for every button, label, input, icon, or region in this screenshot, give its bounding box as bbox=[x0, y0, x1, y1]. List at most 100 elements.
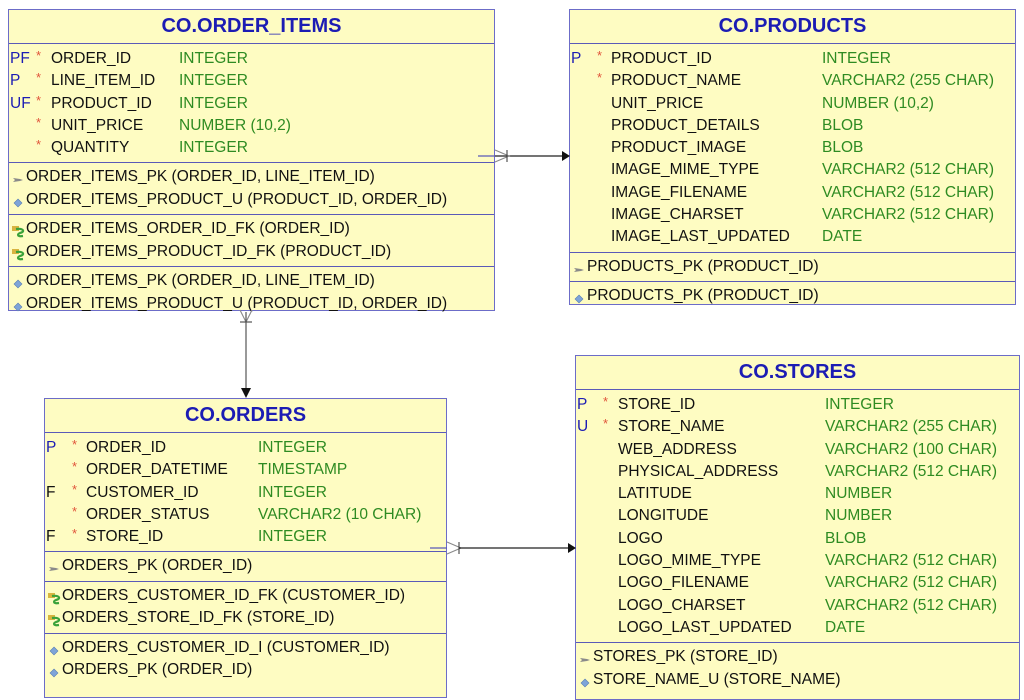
constraint-row[interactable]: PRODUCTS_PK (PRODUCT_ID) bbox=[570, 285, 1015, 308]
column-name: ORDER_ID bbox=[51, 50, 132, 67]
column-type: INTEGER bbox=[258, 483, 327, 501]
relationship-order-items-products[interactable] bbox=[478, 146, 578, 168]
column-type: INTEGER bbox=[822, 50, 891, 67]
column-name: LINE_ITEM_ID bbox=[51, 72, 156, 90]
required-indicator: * bbox=[72, 459, 78, 475]
column-name: IMAGE_FILENAME bbox=[611, 183, 748, 201]
constraint-text: ORDER_ITEMS_ORDER_ID_FK (ORDER_ID) bbox=[26, 220, 350, 238]
constraint-row[interactable]: ORDERS_CUSTOMER_ID_FK (CUSTOMER_ID) bbox=[45, 585, 446, 608]
required-indicator: * bbox=[72, 503, 78, 519]
column-row[interactable]: LOGO_FILENAME VARCHAR2 (512 CHAR) bbox=[576, 572, 1019, 594]
constraint-row[interactable]: ORDERS_CUSTOMER_ID_I (CUSTOMER_ID) bbox=[45, 637, 446, 660]
column-type: INTEGER bbox=[179, 94, 248, 112]
constraint-row[interactable]: ORDERS_STORE_ID_FK (STORE_ID) bbox=[45, 607, 446, 630]
constraint-row[interactable]: STORE_NAME_U (STORE_NAME) bbox=[576, 669, 1019, 692]
primary-unique-keys-section: STORES_PK (STORE_ID)STORE_NAME_U (STORE_… bbox=[576, 642, 1019, 694]
constraint-row[interactable]: ORDERS_PK (ORDER_ID) bbox=[45, 555, 446, 578]
required-indicator: * bbox=[603, 416, 609, 432]
column-name: PRODUCT_ID bbox=[51, 94, 152, 112]
constraint-row[interactable]: STORES_PK (STORE_ID) bbox=[576, 646, 1019, 669]
constraint-row[interactable]: ORDER_ITEMS_PRODUCT_ID_FK (PRODUCT_ID) bbox=[9, 241, 494, 264]
constraint-text: ORDERS_CUSTOMER_ID_I (CUSTOMER_ID) bbox=[62, 638, 390, 656]
column-type: INTEGER bbox=[179, 50, 248, 67]
required-indicator: * bbox=[597, 48, 603, 63]
primary-unique-keys-section: ORDER_ITEMS_PK (ORDER_ID, LINE_ITEM_ID)O… bbox=[9, 162, 494, 214]
constraint-text: PRODUCTS_PK (PRODUCT_ID) bbox=[587, 257, 819, 275]
column-name: LATITUDE bbox=[618, 485, 692, 503]
constraint-text: ORDER_ITEMS_PRODUCT_U (PRODUCT_ID, ORDER… bbox=[26, 190, 448, 208]
relationship-order-items-orders[interactable] bbox=[234, 309, 258, 400]
column-name: PRODUCT_NAME bbox=[611, 72, 742, 90]
constraint-row[interactable]: PRODUCTS_PK (PRODUCT_ID) bbox=[570, 256, 1015, 279]
column-type: VARCHAR2 (512 CHAR) bbox=[822, 183, 994, 201]
indexes-section: ORDERS_CUSTOMER_ID_I (CUSTOMER_ID) ORDERS… bbox=[45, 632, 446, 685]
column-type: INTEGER bbox=[179, 139, 248, 157]
foreign-key-icon bbox=[48, 590, 61, 605]
column-name: STORE_NAME bbox=[618, 418, 725, 436]
entity-title: CO.ORDERS bbox=[45, 399, 446, 433]
column-name: LOGO_FILENAME bbox=[618, 574, 749, 592]
constraint-row[interactable]: ORDER_ITEMS_ORDER_ID_FK (ORDER_ID) bbox=[9, 218, 494, 241]
constraint-row[interactable]: ORDER_ITEMS_PRODUCT_U (PRODUCT_ID, ORDER… bbox=[9, 189, 494, 212]
constraint-row[interactable]: ORDER_ITEMS_PK (ORDER_ID, LINE_ITEM_ID) bbox=[9, 270, 494, 293]
relationship-orders-stores[interactable] bbox=[430, 538, 580, 560]
column-type: VARCHAR2 (512 CHAR) bbox=[825, 462, 997, 480]
constraint-row[interactable]: ORDERS_PK (ORDER_ID) bbox=[45, 659, 446, 682]
constraint-row[interactable]: ORDER_ITEMS_PK (ORDER_ID, LINE_ITEM_ID) bbox=[9, 166, 494, 189]
column-name: LOGO_MIME_TYPE bbox=[618, 552, 761, 570]
column-name: LONGITUDE bbox=[618, 507, 709, 525]
required-indicator: * bbox=[36, 114, 42, 130]
column-type: VARCHAR2 (512 CHAR) bbox=[825, 574, 997, 592]
constraint-row[interactable]: ORDER_ITEMS_PRODUCT_U (PRODUCT_ID, ORDER… bbox=[9, 293, 494, 316]
primary-key-icon bbox=[573, 261, 585, 273]
column-row[interactable]: IMAGE_FILENAME VARCHAR2 (512 CHAR) bbox=[570, 182, 1015, 204]
column-name: UNIT_PRICE bbox=[51, 116, 144, 134]
key-indicator: F bbox=[46, 528, 56, 546]
key-indicator: F bbox=[46, 483, 56, 501]
primary-unique-keys-section: PRODUCTS_PK (PRODUCT_ID) bbox=[570, 251, 1015, 282]
column-name: STORE_ID bbox=[86, 528, 164, 546]
constraint-text: ORDERS_STORE_ID_FK (STORE_ID) bbox=[62, 609, 335, 627]
column-name: PRODUCT_ID bbox=[611, 50, 712, 67]
column-type: BLOB bbox=[822, 116, 864, 134]
entity-title: CO.ORDER_ITEMS bbox=[9, 10, 494, 44]
column-type: INTEGER bbox=[258, 439, 327, 456]
required-indicator: * bbox=[72, 526, 78, 542]
constraint-text: ORDER_ITEMS_PRODUCT_ID_FK (PRODUCT_ID) bbox=[26, 242, 392, 260]
primary-key-icon bbox=[12, 171, 24, 183]
column-type: VARCHAR2 (512 CHAR) bbox=[825, 596, 997, 614]
